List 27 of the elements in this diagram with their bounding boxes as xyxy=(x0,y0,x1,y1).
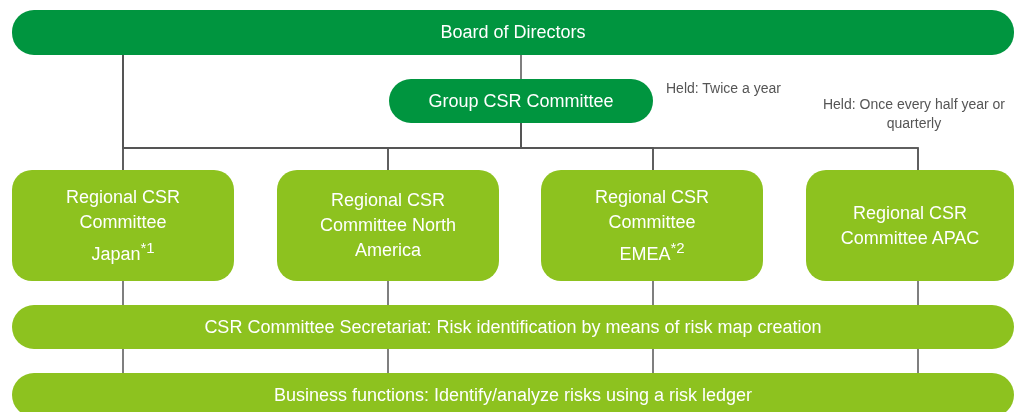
connector-line xyxy=(520,54,522,80)
node-text: CSR Committee Secretariat: Risk identification by means of risk map creation xyxy=(204,315,822,339)
board-bar xyxy=(12,10,1014,55)
committee-box xyxy=(277,170,499,281)
committee-box xyxy=(12,170,234,281)
node-text: Regional CSR Committee North America xyxy=(318,189,457,262)
meeting-note: Held: Once every half year or quarterly xyxy=(821,95,1007,133)
committee-box xyxy=(806,170,1014,281)
node-text: Group CSR Committee xyxy=(428,89,614,113)
committee-pill xyxy=(389,79,653,123)
secretariat-bar xyxy=(12,305,1014,349)
connector-line xyxy=(917,348,919,374)
connector-line xyxy=(387,280,389,306)
connector-line xyxy=(387,348,389,374)
connector-line xyxy=(652,348,654,374)
connector-line xyxy=(917,280,919,306)
node-text: Board of Directors xyxy=(440,21,586,44)
connector-line xyxy=(122,348,124,374)
business-bar xyxy=(12,373,1014,412)
node-text: Regional CSR Committee EMEA$^{*2}$ xyxy=(593,185,711,266)
meeting-note: Held: Twice a year xyxy=(666,79,781,98)
connector-line xyxy=(652,280,654,306)
connector-line xyxy=(122,280,124,306)
node-text: Regional CSR Committee APAC xyxy=(839,201,981,250)
node-text: Business functions: Identify/analyze risks using a risk ledger xyxy=(273,383,753,407)
node-text: Regional CSR Committee Japan$^{*1}$ xyxy=(64,185,182,266)
committee-box xyxy=(541,170,763,281)
